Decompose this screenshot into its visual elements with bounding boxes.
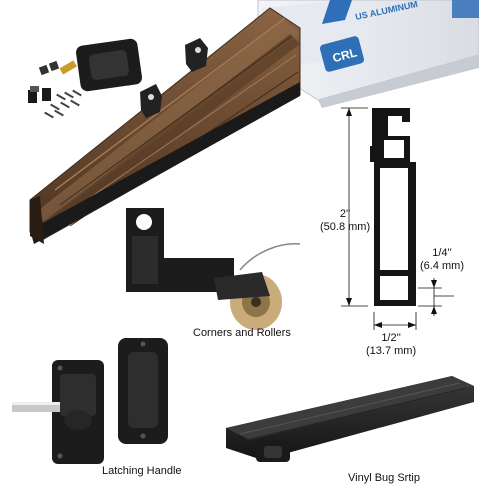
crl-logo-text: CRL <box>331 45 358 65</box>
width-mm-text: (13.7 mm) <box>366 345 417 357</box>
screen-frame-bundle <box>29 7 301 244</box>
step-mm-text: (6.4 mm) <box>420 260 464 272</box>
pull-handle <box>76 38 142 92</box>
corner-key <box>140 84 162 118</box>
frame-profile-drawing <box>341 107 454 330</box>
latching-handle <box>12 338 168 464</box>
width-inch-text: 1/2'' <box>381 332 401 344</box>
caption-latching-handle: Latching Handle <box>102 465 182 477</box>
crl-logo <box>319 36 365 72</box>
packaging-box: CRL US ALUMINUM <box>257 0 479 108</box>
height-inch-text: 2'' <box>339 208 351 220</box>
height-mm-text: (50.8 mm) <box>320 221 371 233</box>
logo-mark <box>322 0 352 24</box>
height-dimension-label: 2'' (50.8 mm) <box>320 208 370 234</box>
corner-and-roller <box>126 208 301 330</box>
hardware-kit <box>28 60 82 119</box>
step-dimension-label: 1/4'' (6.4 mm) <box>420 247 464 273</box>
caption-corners-rollers: Corners and Rollers <box>193 327 291 339</box>
width-dimension-label: 1/2'' (13.7 mm) <box>366 332 416 358</box>
step-inch-text: 1/4'' <box>432 247 452 259</box>
caption-bug-strip: Vinyl Bug Srtip <box>348 472 420 484</box>
vinyl-bug-strip <box>226 376 474 462</box>
corner-key <box>185 38 208 72</box>
latch-bolt <box>12 402 60 412</box>
